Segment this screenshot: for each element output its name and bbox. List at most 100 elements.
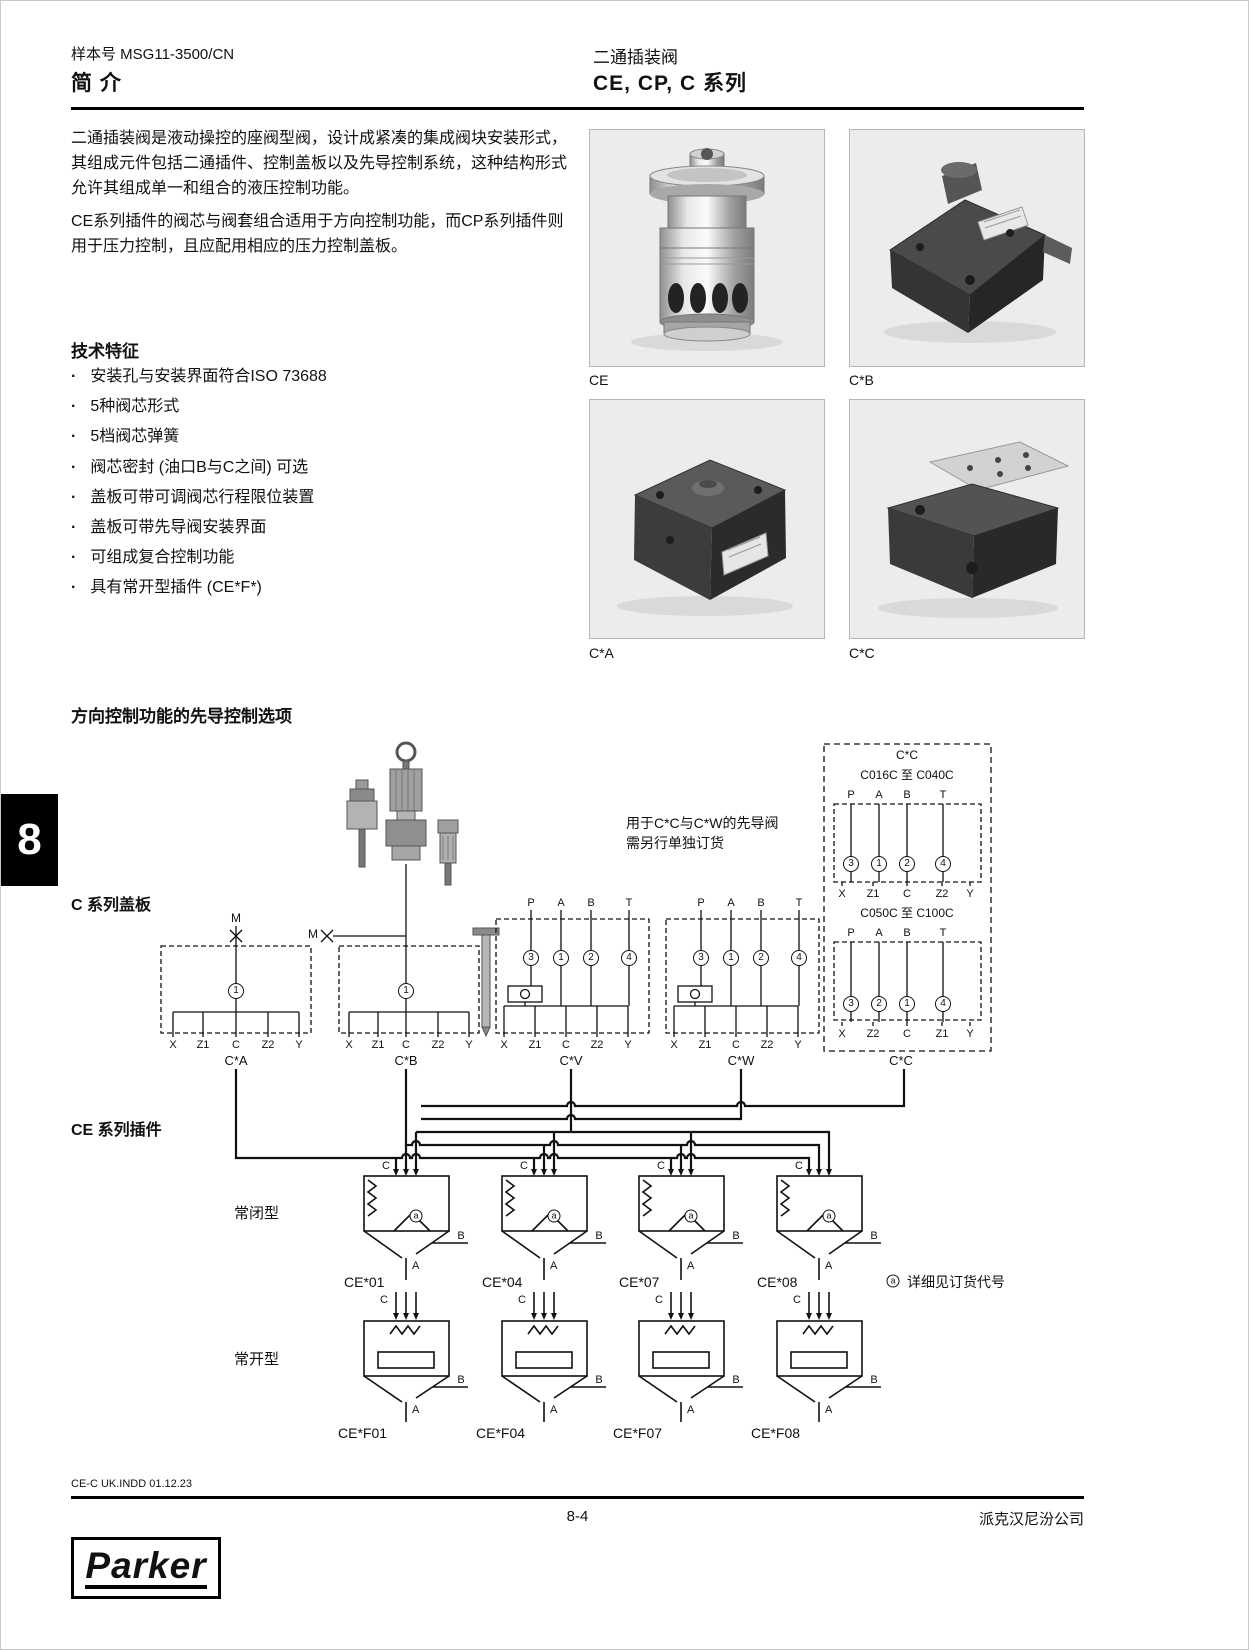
parker-logo-text: Parker xyxy=(85,1546,207,1590)
port-label: X xyxy=(169,1039,177,1051)
footer-rule xyxy=(71,1496,1084,1499)
features-title: 技术特征 xyxy=(71,342,139,361)
port-label: Z2 xyxy=(760,1039,774,1051)
port-label: B xyxy=(870,1230,878,1242)
cover-cb-circle: 1 xyxy=(398,983,414,999)
port-label: A xyxy=(412,1260,420,1272)
cover-cc-range1: C016C 至 C040C xyxy=(860,768,954,782)
port-label: C xyxy=(655,1294,663,1306)
no-feed-ticks xyxy=(395,1292,830,1313)
order-code-mark: a xyxy=(684,1209,698,1223)
port-label: Z1 xyxy=(935,1028,949,1040)
feature-item: 具有常开型插件 (CE*F*) xyxy=(71,576,579,599)
port-label: C xyxy=(732,1039,740,1051)
port-label: A xyxy=(687,1260,695,1272)
port-label: Z1 xyxy=(196,1039,210,1051)
port-label: P xyxy=(847,927,855,939)
cover-cc-circle: 3 xyxy=(843,996,859,1012)
cover-cw-schematic xyxy=(665,910,820,1037)
port-label: C xyxy=(793,1294,801,1306)
photo-ca-caption: C*A xyxy=(589,645,614,661)
port-label: X xyxy=(670,1039,678,1051)
cover-cc-range2: C050C 至 C100C xyxy=(860,906,954,920)
series-title: CE, CP, C 系列 xyxy=(593,72,747,95)
cover-cv-schematic xyxy=(495,910,650,1037)
photo-ca-illustration xyxy=(590,400,824,638)
port-label: Z2 xyxy=(866,1028,880,1040)
intro-text: 二通插装阀是液动操控的座阀型阀，设计成紧凑的集成阀块安装形式，其组成元件包括二通… xyxy=(71,127,579,260)
port-label: A xyxy=(412,1404,420,1416)
cover-cc-circle: 2 xyxy=(899,856,915,872)
port-label: B xyxy=(870,1374,878,1386)
photo-ca xyxy=(589,399,825,639)
cover-cw-name: C*W xyxy=(727,1053,755,1068)
port-label: B xyxy=(587,897,595,909)
photo-cb-illustration xyxy=(850,130,1084,366)
pilot-note-line2: 需另行单独订货 xyxy=(626,835,724,851)
insert-name: CE*07 xyxy=(619,1274,660,1290)
feature-item: 阀芯密封 (油口B与C之间) 可选 xyxy=(71,456,579,479)
pilot-valve-illustrations xyxy=(346,741,500,1038)
port-label: A xyxy=(687,1404,695,1416)
cover-cb-m-label: M xyxy=(308,927,318,941)
photo-cc xyxy=(849,399,1085,639)
port-label: C xyxy=(903,1028,911,1040)
c-covers-label: C 系列盖板 xyxy=(71,897,152,914)
catalog-number: 样本号 MSG11-3500/CN xyxy=(71,46,235,63)
feature-item: 可组成复合控制功能 xyxy=(71,546,579,569)
port-label: C xyxy=(520,1160,528,1172)
port-label: Y xyxy=(295,1039,303,1051)
port-label: B xyxy=(457,1230,465,1242)
port-label: X xyxy=(838,1028,846,1040)
file-info: CE-C UK.INDD 01.12.23 xyxy=(71,1478,193,1490)
port-label: A xyxy=(557,897,565,909)
schematic-linework xyxy=(160,741,992,1422)
port-label: Y xyxy=(794,1039,802,1051)
intro-paragraph-1: 二通插装阀是液动操控的座阀型阀，设计成紧凑的集成阀块安装形式，其组成元件包括二通… xyxy=(71,130,568,197)
feature-item: 盖板可带先导阀安装界面 xyxy=(71,516,579,539)
no-cartridge-symbols xyxy=(363,1320,881,1422)
photo-ce-caption: CE xyxy=(589,372,609,388)
cover-cb-schematic xyxy=(320,864,480,1037)
port-label: Z2 xyxy=(261,1039,275,1051)
port-label: A xyxy=(875,789,883,801)
photo-cb xyxy=(849,129,1085,367)
port-label: C xyxy=(562,1039,570,1051)
port-label: C xyxy=(518,1294,526,1306)
pilot-line-braid xyxy=(234,1069,906,1169)
insert-name: CE*F01 xyxy=(338,1425,388,1441)
port-label: T xyxy=(625,897,633,909)
intro-paragraph-2: CE系列插件的阀芯与阀套组合适用于方向控制功能，而CP系列插件则用于压力控制，且… xyxy=(71,213,564,256)
port-label: C xyxy=(402,1039,410,1051)
port-label: Z1 xyxy=(528,1039,542,1051)
port-label: P xyxy=(527,897,535,909)
photo-cb-caption: C*B xyxy=(849,372,874,388)
insert-name: CE*01 xyxy=(344,1274,385,1290)
cover-cw-circle: 2 xyxy=(753,950,769,966)
parker-logo: Parker xyxy=(71,1537,221,1599)
cover-cv-circle: 3 xyxy=(523,950,539,966)
cover-cv-circle: 1 xyxy=(553,950,569,966)
port-label: P xyxy=(697,897,705,909)
port-label: T xyxy=(939,927,947,939)
port-label: X xyxy=(838,888,846,900)
page-section-title: 简 介 xyxy=(71,72,122,95)
cover-cc-circle: 4 xyxy=(935,996,951,1012)
nc-cartridge-symbols xyxy=(363,1175,881,1280)
insert-name: CE*F04 xyxy=(476,1425,526,1441)
port-label: B xyxy=(732,1230,740,1242)
cover-cv-circle: 4 xyxy=(621,950,637,966)
order-code-mark: a xyxy=(409,1209,423,1223)
port-label: Z1 xyxy=(371,1039,385,1051)
port-label: B xyxy=(595,1230,603,1242)
port-label: A xyxy=(825,1260,833,1272)
pilot-options-title: 方向控制功能的先导控制选项 xyxy=(71,707,292,726)
port-label: Y xyxy=(624,1039,632,1051)
port-label: X xyxy=(345,1039,353,1051)
photo-cc-illustration xyxy=(850,400,1084,638)
port-label: Z2 xyxy=(431,1039,445,1051)
port-label: Y xyxy=(966,1028,974,1040)
cover-ca-schematic xyxy=(160,926,312,1037)
port-label: A xyxy=(825,1404,833,1416)
insert-name: CE*08 xyxy=(757,1274,798,1290)
